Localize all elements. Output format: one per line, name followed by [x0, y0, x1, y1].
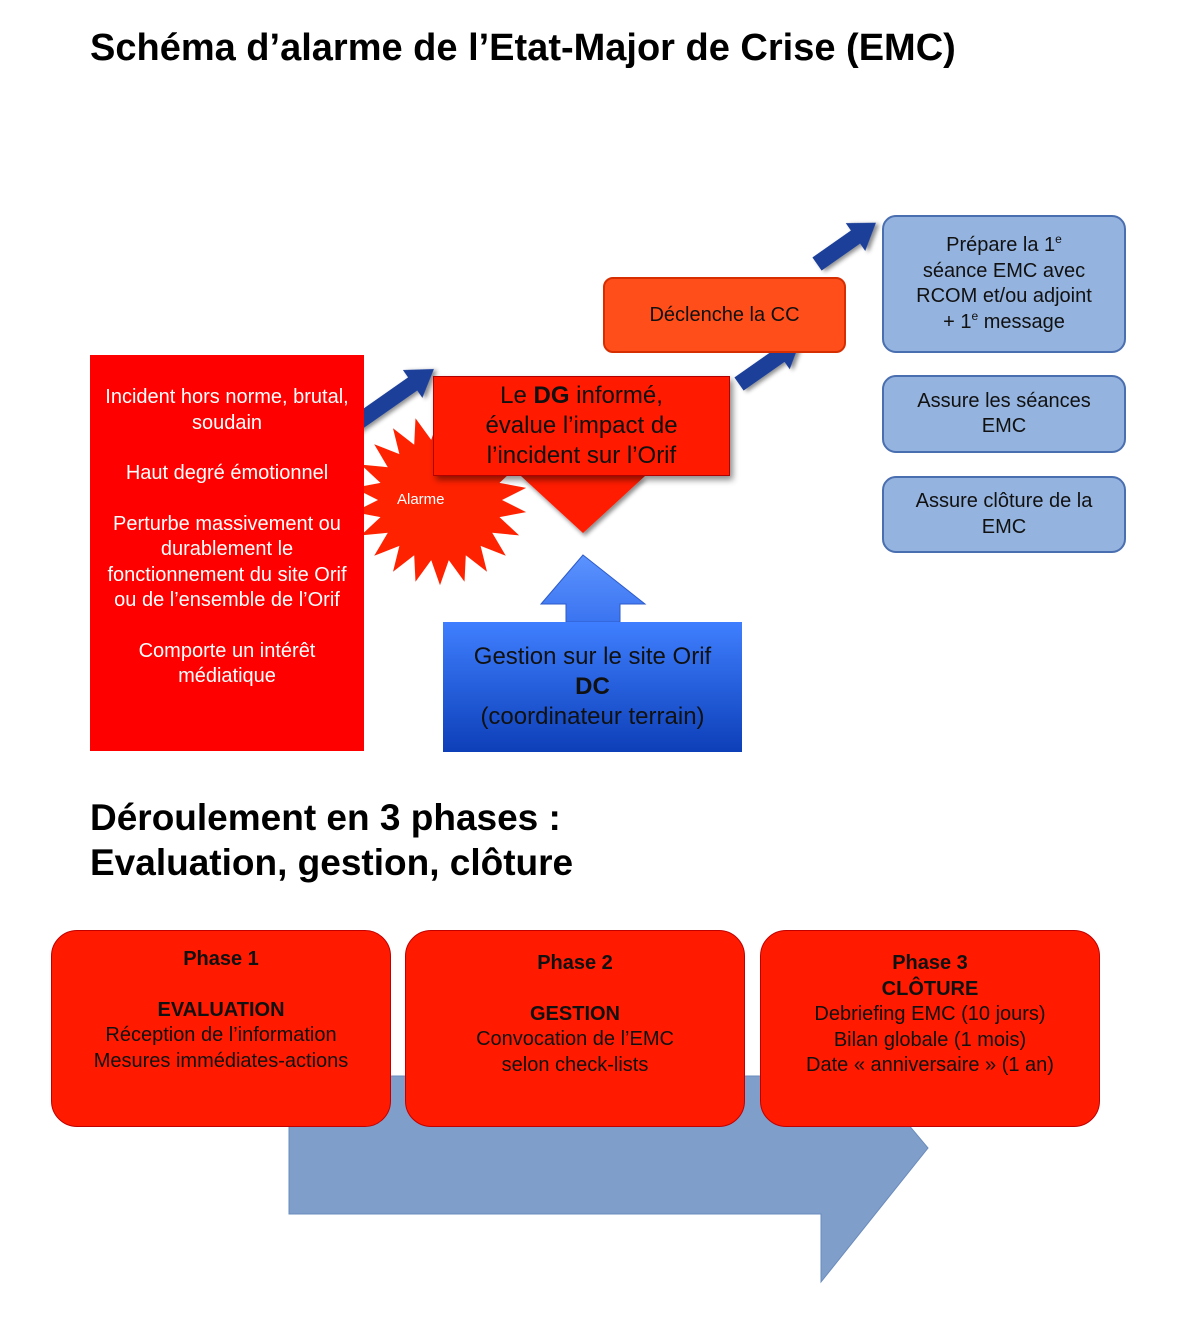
- closure-line-1: Assure clôture de la: [915, 490, 1093, 512]
- phases-heading-line-2: Evaluation, gestion, clôture: [90, 842, 574, 883]
- dg-bold: DG: [533, 382, 570, 409]
- down-arrow-icon: [521, 476, 645, 533]
- dg-line-1: Le DG informé,: [500, 381, 663, 411]
- prepare-text: message: [978, 310, 1065, 333]
- gestion-line-2: DC: [575, 673, 610, 700]
- phase-line: Réception de l’information: [105, 1024, 337, 1046]
- phase-line: Debriefing EMC (10 jours): [814, 1003, 1046, 1025]
- phase-heading: EVALUATION: [157, 998, 285, 1021]
- incident-line: Perturbe massivement ou durablement le f…: [107, 512, 347, 612]
- phase-heading: GESTION: [529, 1002, 620, 1025]
- incident-line: Comporte un intérêt médiatique: [138, 639, 316, 688]
- phase-name: Phase 3: [892, 952, 968, 974]
- incident-line: Haut degré émotionnel: [125, 462, 329, 484]
- prepare-text: + 1: [943, 310, 972, 333]
- prepare-emc-box: Prépare la 1e séance EMC avec RCOM et/ou…: [882, 215, 1126, 353]
- ensure-sessions-box: Assure les séances EMC: [882, 375, 1126, 453]
- ensure-closure-box: Assure clôture de la EMC: [882, 476, 1126, 553]
- prepare-line-1: Prépare la 1e: [946, 233, 1062, 259]
- dg-informed-box: Le DG informé, évalue l’impact de l’inci…: [433, 376, 730, 476]
- up-arrow-icon: [539, 554, 647, 623]
- sessions-line-2: EMC: [981, 415, 1027, 437]
- prepare-line-2: séance EMC avec: [922, 259, 1086, 282]
- page-title: Schéma d’alarme de l’Etat-Major de Crise…: [90, 27, 956, 69]
- sessions-line-1: Assure les séances: [917, 389, 1091, 412]
- phase-1-box: Phase 1 EVALUATION Réception de l’inform…: [51, 930, 391, 1127]
- phase-heading: CLÔTURE: [881, 977, 979, 1000]
- dg-pre: Le: [500, 382, 534, 409]
- closure-line-2: EMC: [981, 515, 1027, 538]
- phase-2-box: Phase 2 GESTION Convocation de l’EMC sel…: [405, 930, 745, 1127]
- superscript: e: [971, 308, 979, 323]
- dg-post: informé,: [569, 382, 663, 409]
- phase-line: Date « anniversaire » (1 an): [806, 1054, 1054, 1076]
- phase-line: Convocation de l’EMC: [476, 1028, 674, 1050]
- phase-line: Mesures immédiates-actions: [93, 1049, 349, 1072]
- superscript: e: [1055, 232, 1062, 246]
- phases-heading-line-1: Déroulement en 3 phases :: [90, 797, 561, 838]
- prepare-text: Prépare la 1: [946, 234, 1056, 256]
- gestion-line-3: (coordinateur terrain): [480, 703, 705, 730]
- trigger-cc-box: Déclenche la CC: [603, 277, 846, 353]
- dg-line-2: évalue l’impact de: [485, 412, 678, 439]
- site-management-box: Gestion sur le site Orif DC (coordinateu…: [443, 622, 742, 752]
- escalation-arrow-2-icon: [734, 340, 801, 391]
- incident-description-box: Incident hors norme, brutal, soudain Hau…: [90, 355, 364, 751]
- alarm-label: Alarme: [397, 491, 445, 508]
- gestion-line-1: Gestion sur le site Orif: [473, 643, 712, 670]
- incident-line: Incident hors norme, brutal, soudain: [105, 386, 349, 434]
- phases-heading: Déroulement en 3 phases : Evaluation, ge…: [90, 795, 573, 885]
- prepare-line-4: + 1e message: [943, 310, 1065, 336]
- phase-name: Phase 1: [183, 948, 259, 970]
- dg-line-3: l’incident sur l’Orif: [486, 442, 677, 469]
- escalation-arrow-3-icon: [812, 222, 876, 271]
- prepare-line-3: RCOM et/ou adjoint: [916, 285, 1092, 307]
- phase-line: selon check-lists: [501, 1053, 649, 1076]
- phase-line: Bilan globale (1 mois): [833, 1028, 1027, 1051]
- phase-3-box: Phase 3 CLÔTURE Debriefing EMC (10 jours…: [760, 930, 1100, 1127]
- phase-name: Phase 2: [537, 952, 613, 974]
